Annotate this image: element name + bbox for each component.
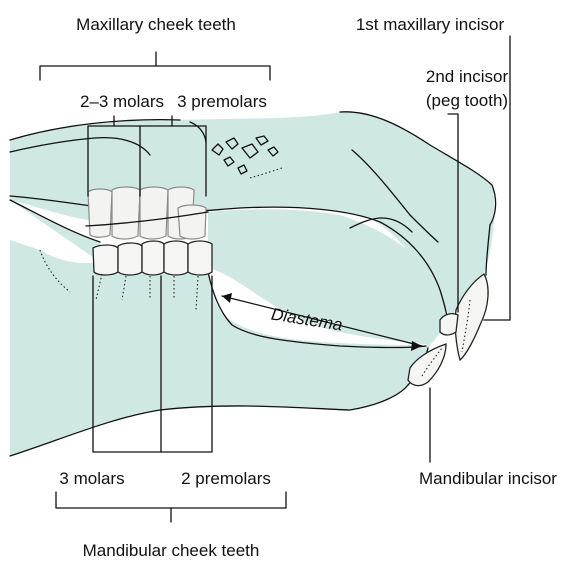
- second-incisor-label-line1: 2nd incisor: [426, 67, 509, 86]
- lower-premolar-1: [164, 241, 188, 275]
- upper-molar-3: [140, 187, 168, 239]
- upper-premolars-label: 3 premolars: [177, 92, 267, 111]
- skull-bone: [10, 112, 494, 456]
- lower-molar-3: [142, 241, 164, 275]
- upper-premolar-2: [178, 205, 206, 239]
- second-incisor: [440, 314, 458, 335]
- lower-molars-label: 3 molars: [59, 469, 124, 488]
- second-incisor-label-line2: (peg tooth): [426, 91, 508, 110]
- lower-molar-2: [118, 243, 142, 275]
- lower-premolar-2: [188, 241, 212, 275]
- upper-molar-2: [112, 187, 140, 239]
- first-maxillary-incisor-label: 1st maxillary incisor: [356, 15, 505, 34]
- lower-premolars-label: 2 premolars: [181, 469, 271, 488]
- lower-molar-1: [93, 245, 118, 275]
- maxillary-cheek-teeth-label: Maxillary cheek teeth: [76, 15, 236, 34]
- mandibular-cheek-teeth-label: Mandibular cheek teeth: [83, 541, 260, 560]
- mandibular-incisor-label: Mandibular incisor: [419, 469, 557, 488]
- upper-molar-1: [88, 189, 112, 237]
- maxillary-teeth: [86, 187, 208, 239]
- upper-molars-label: 2–3 molars: [80, 92, 164, 111]
